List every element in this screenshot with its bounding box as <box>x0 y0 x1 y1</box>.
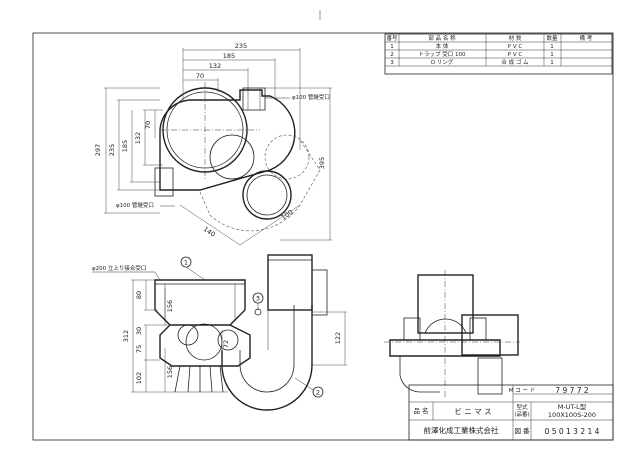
model-line2: 100X100S-200 <box>548 411 596 419</box>
parts-header-name: 部 品 名 称 <box>428 34 456 42</box>
parts-row1-qty: 1 <box>550 44 554 50</box>
dim-front-72: 72 <box>222 340 230 348</box>
parts-header-note: 備 考 <box>580 34 593 42</box>
model-line1: M-UT-L型 <box>558 402 587 411</box>
dim-top-235v: 235 <box>108 144 116 156</box>
top-outlet-upper <box>242 87 266 111</box>
top-body-outline <box>159 89 296 191</box>
side-upper-body <box>417 274 474 334</box>
title-block: M コ ー ド 7 9 7 7 2 型式 (品番) M-UT-L型 100X10… <box>408 384 614 441</box>
parts-row3-qty: 1 <box>550 60 554 66</box>
front-lower-body <box>159 324 251 367</box>
parts-row1-name: 本 体 <box>436 42 449 50</box>
mcode-value: 7 9 7 7 2 <box>555 386 589 395</box>
dim-front-156a: 156 <box>166 300 174 312</box>
side-outlet-right <box>461 314 519 356</box>
side-trap-pipe <box>477 357 503 395</box>
side-horizontal-body <box>389 339 501 357</box>
parts-row3-name: O リング <box>431 58 454 66</box>
drawing-no-value: 0 5 0 1 3 2 1 4 <box>545 427 600 436</box>
mcode-label: M コ ー ド <box>509 387 536 394</box>
svg-text:2: 2 <box>316 389 320 397</box>
side-view <box>384 270 520 398</box>
label-outlet-left: φ100 管継受口 <box>116 201 154 209</box>
front-trap-u-outer <box>221 305 313 411</box>
parts-row2-material: P V C <box>508 52 523 58</box>
dim-top-70v: 70 <box>144 121 152 129</box>
drawing-no-label: 図 番 <box>514 427 530 435</box>
parts-header-no: 番号 <box>386 35 398 42</box>
dim-front-80: 80 <box>135 291 143 299</box>
drawing-border <box>32 32 614 441</box>
front-trap-outlet <box>267 254 313 311</box>
dim-front-75: 75 <box>135 345 143 353</box>
dim-top-132v: 132 <box>134 132 142 144</box>
parts-header-qty: 数量 <box>546 34 558 42</box>
top-trap-dashed-circle <box>264 134 310 180</box>
name-label: 品 名 <box>413 406 428 415</box>
hinban-label: (品番) <box>514 411 529 418</box>
top-trap-outlet-outer <box>242 170 292 220</box>
name-value: ビ ニ マ ス <box>454 407 491 416</box>
callout-2 <box>312 386 324 398</box>
dim-top-132: 132 <box>209 62 221 70</box>
parts-row2-name: トラップ 受口 100 <box>419 50 466 58</box>
dim-top-185v: 185 <box>121 140 129 152</box>
dim-top-235: 235 <box>235 42 247 50</box>
company-name: 前澤化成工業株式会社 <box>424 425 499 435</box>
dim-top-140: 140 <box>202 225 217 239</box>
top-view: 235 185 132 70 297 235 185 132 70 395 <box>94 42 332 246</box>
dim-top-395: 395 <box>318 157 326 169</box>
front-view: 312 80 30 75 102 156 156 72 122 φ200 立上り… <box>92 254 347 411</box>
top-inner-circle <box>209 134 255 180</box>
dim-front-312: 312 <box>122 330 130 342</box>
parts-row1-material: P V C <box>508 44 523 50</box>
parts-row3-no: 3 <box>390 60 394 66</box>
label-riser-receiver: φ200 立上り接合受口 <box>92 264 146 272</box>
dim-front-156b: 156 <box>166 366 174 378</box>
dim-front-102: 102 <box>135 372 143 384</box>
front-inner-circle <box>185 323 223 361</box>
parts-row3-material: 合 成 ゴ ム <box>501 58 529 66</box>
front-legs <box>174 365 224 393</box>
dim-top-185: 185 <box>223 52 235 60</box>
side-riser-dome <box>424 318 467 334</box>
top-trap-outlet-inner <box>246 174 288 216</box>
dim-front-30: 30 <box>135 327 143 335</box>
parts-header-material: 材 質 <box>509 34 522 42</box>
label-outlet-top: φ100 管継受口 <box>292 93 330 101</box>
front-small-circle-left <box>177 324 199 346</box>
front-small-circle-right <box>217 329 239 351</box>
dim-top-297: 297 <box>94 144 102 156</box>
front-trap-side-outlet <box>311 269 328 316</box>
parts-row2-qty: 1 <box>550 52 554 58</box>
side-bottom-curve <box>399 356 440 393</box>
svg-text:3: 3 <box>256 295 260 303</box>
dim-front-122: 122 <box>334 332 342 344</box>
parts-table: 番号 部 品 名 称 材 質 数量 備 考 1 本 体 P V C 1 2 トラ… <box>384 33 613 75</box>
parts-row1-no: 1 <box>390 44 394 50</box>
katashiki-label: 型式 <box>516 403 528 411</box>
dim-top-70: 70 <box>196 72 204 80</box>
svg-text:1: 1 <box>184 259 188 267</box>
front-trap-u-inner <box>239 305 295 393</box>
parts-row2-no: 2 <box>390 52 394 58</box>
